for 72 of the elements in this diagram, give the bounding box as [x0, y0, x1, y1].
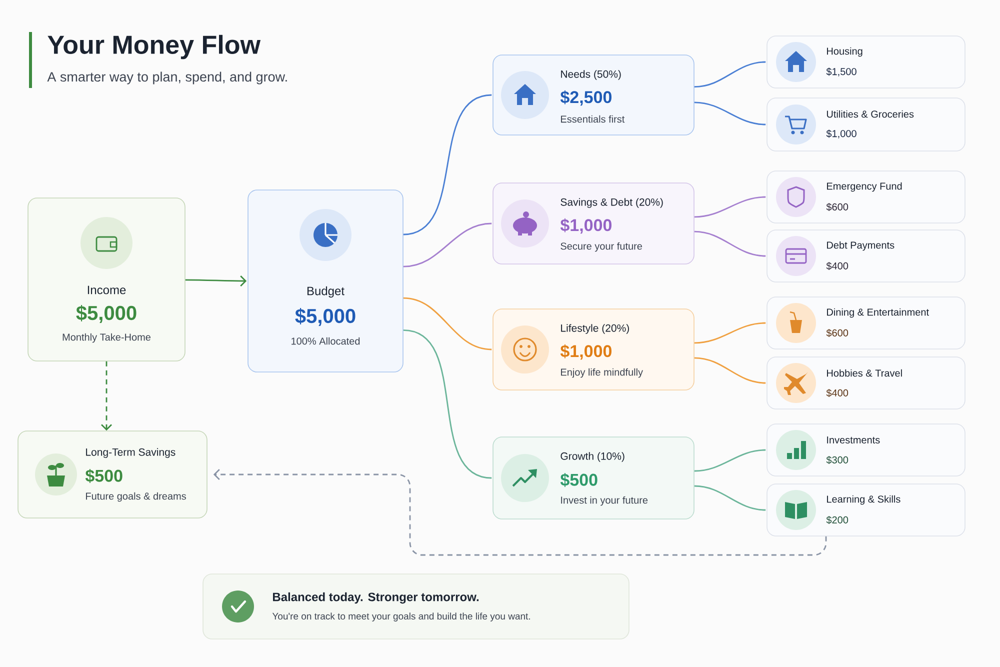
- card-subtitle: Essentials first: [561, 115, 625, 123]
- card-title: Lifestyle (20%): [561, 324, 629, 334]
- card-title: Growth (10%): [560, 452, 624, 462]
- card-subtitle: Monthly Take-Home: [62, 333, 150, 343]
- connector: [101, 361, 112, 431]
- item-card: [766, 36, 966, 88]
- card-title: Budget: [307, 286, 344, 298]
- banner-text: You're on track to meet your goals and build the life you want.: [272, 612, 530, 622]
- category-card: [492, 54, 694, 136]
- card-title: Needs (50%): [561, 70, 621, 80]
- item-title: Emergency Fund: [827, 182, 902, 192]
- category-card: [492, 436, 694, 520]
- item-title: Utilities & Groceries: [826, 110, 914, 118]
- card-title: Income: [88, 286, 126, 294]
- item-title: Housing: [827, 47, 862, 57]
- connector: [403, 222, 492, 268]
- card-subtitle: 100% Allocated: [292, 337, 360, 345]
- connector: [694, 357, 766, 384]
- amount: $400: [826, 388, 848, 398]
- amount: $1,000: [826, 130, 856, 138]
- title: Your Money Flow: [48, 34, 261, 60]
- item-card: [766, 230, 966, 282]
- item-title: Investments: [827, 436, 880, 444]
- item-card: [766, 484, 966, 536]
- connector: [694, 102, 766, 126]
- budget-card: [248, 190, 404, 372]
- item-title: Hobbies & Travel: [827, 369, 902, 377]
- savings-card: [18, 430, 208, 518]
- amount: $300: [826, 456, 848, 464]
- connector: [403, 94, 492, 236]
- card-title: Savings & Debt (20%): [560, 198, 663, 208]
- amount: $500: [85, 469, 122, 483]
- card-subtitle: Secure your future: [560, 242, 642, 252]
- amount: $1,500: [826, 68, 856, 76]
- amount: $500: [560, 473, 598, 487]
- summary-banner: [202, 574, 630, 640]
- category-card: [492, 182, 694, 264]
- income-card: [28, 198, 186, 362]
- amount: $400: [826, 262, 848, 270]
- card-subtitle: Future goals & dreams: [86, 492, 186, 502]
- connector: [694, 449, 766, 472]
- item-title: Dining & Entertainment: [827, 308, 929, 318]
- connector: [694, 230, 766, 257]
- banner-heading: Balanced today. Stronger tomorrow.: [273, 592, 479, 604]
- item-card: [766, 424, 966, 476]
- amount: $1,000: [560, 344, 612, 360]
- connector: [403, 330, 492, 479]
- amount: $1,000: [560, 218, 612, 234]
- connector: [694, 61, 766, 88]
- connector: [694, 485, 766, 511]
- connector: [403, 297, 492, 350]
- connector: [694, 322, 766, 344]
- amount: $600: [826, 328, 848, 338]
- card-title: Long-Term Savings: [86, 448, 176, 458]
- item-card: [766, 296, 966, 350]
- item-title: Learning & Skills: [827, 495, 900, 505]
- amount: $200: [826, 516, 848, 524]
- connector: [694, 196, 766, 218]
- item-card: [766, 356, 966, 410]
- category-card: [492, 308, 694, 390]
- amount: $600: [826, 202, 848, 212]
- connector: [213, 469, 827, 556]
- card-subtitle: Invest in your future: [561, 496, 648, 506]
- amount: $5,000: [76, 305, 136, 323]
- amount: $5,000: [295, 308, 356, 326]
- card-subtitle: Enjoy life mindfully: [561, 368, 643, 378]
- subtitle: A smarter way to plan, spend, and grow.: [47, 72, 287, 84]
- connector: [185, 276, 247, 286]
- item-card: [766, 98, 966, 152]
- item-title: Debt Payments: [827, 241, 894, 251]
- item-card: [766, 170, 966, 224]
- amount: $2,500: [560, 90, 612, 106]
